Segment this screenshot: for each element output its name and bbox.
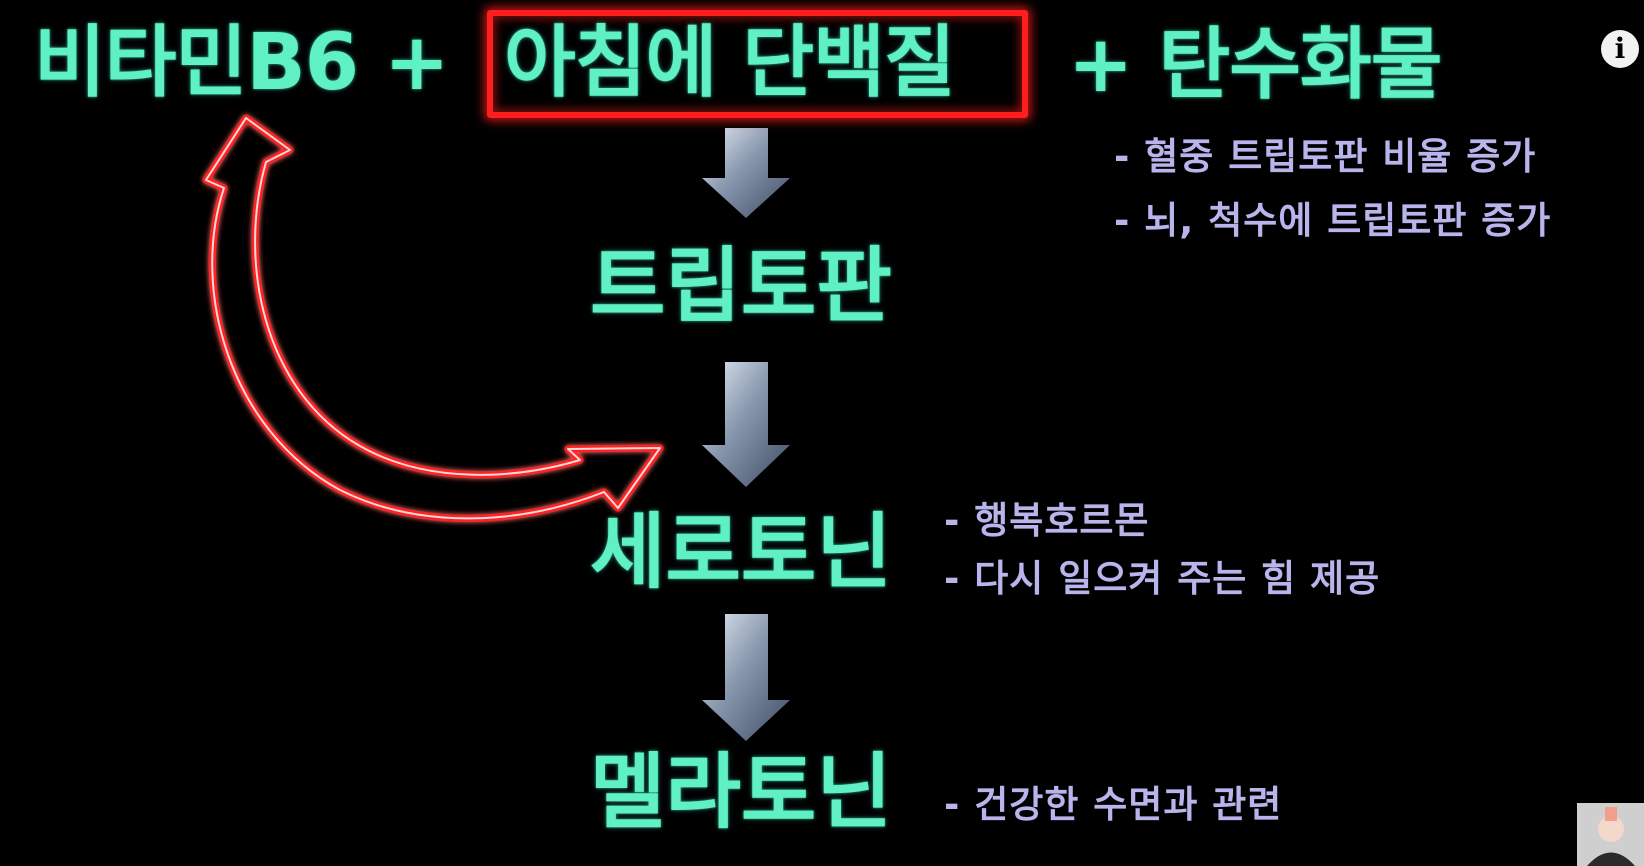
node-serotonin: 세로토닌 bbox=[590, 505, 892, 600]
note-tryptophan-brain: - 뇌, 척수에 트립토판 증가 bbox=[1114, 199, 1552, 242]
note-tryptophan-blood: - 혈중 트립토판 비율 증가 bbox=[1114, 135, 1537, 178]
title-morning-protein: 아침에 단백질 bbox=[504, 18, 956, 108]
title-carbohydrate: + 탄수화물 bbox=[1068, 20, 1443, 110]
note-serotonin-happiness: - 행복호르몬 bbox=[944, 499, 1150, 542]
channel-watermark-avatar[interactable] bbox=[1577, 803, 1644, 866]
curved-arrow-icon bbox=[202, 114, 664, 522]
title-vitamin-b6: 비타민B6 + bbox=[34, 18, 450, 108]
info-icon[interactable]: i bbox=[1601, 30, 1639, 68]
note-serotonin-energy: - 다시 일으켜 주는 힘 제공 bbox=[944, 557, 1381, 600]
highlight-box bbox=[487, 10, 1028, 118]
down-arrow-icon bbox=[702, 362, 790, 487]
node-melatonin: 멜라토닌 bbox=[590, 745, 892, 840]
note-melatonin-sleep: - 건강한 수면과 관련 bbox=[944, 783, 1283, 826]
down-arrow-icon bbox=[702, 128, 790, 218]
node-tryptophan: 트립토판 bbox=[590, 239, 892, 334]
down-arrow-icon bbox=[702, 614, 790, 741]
